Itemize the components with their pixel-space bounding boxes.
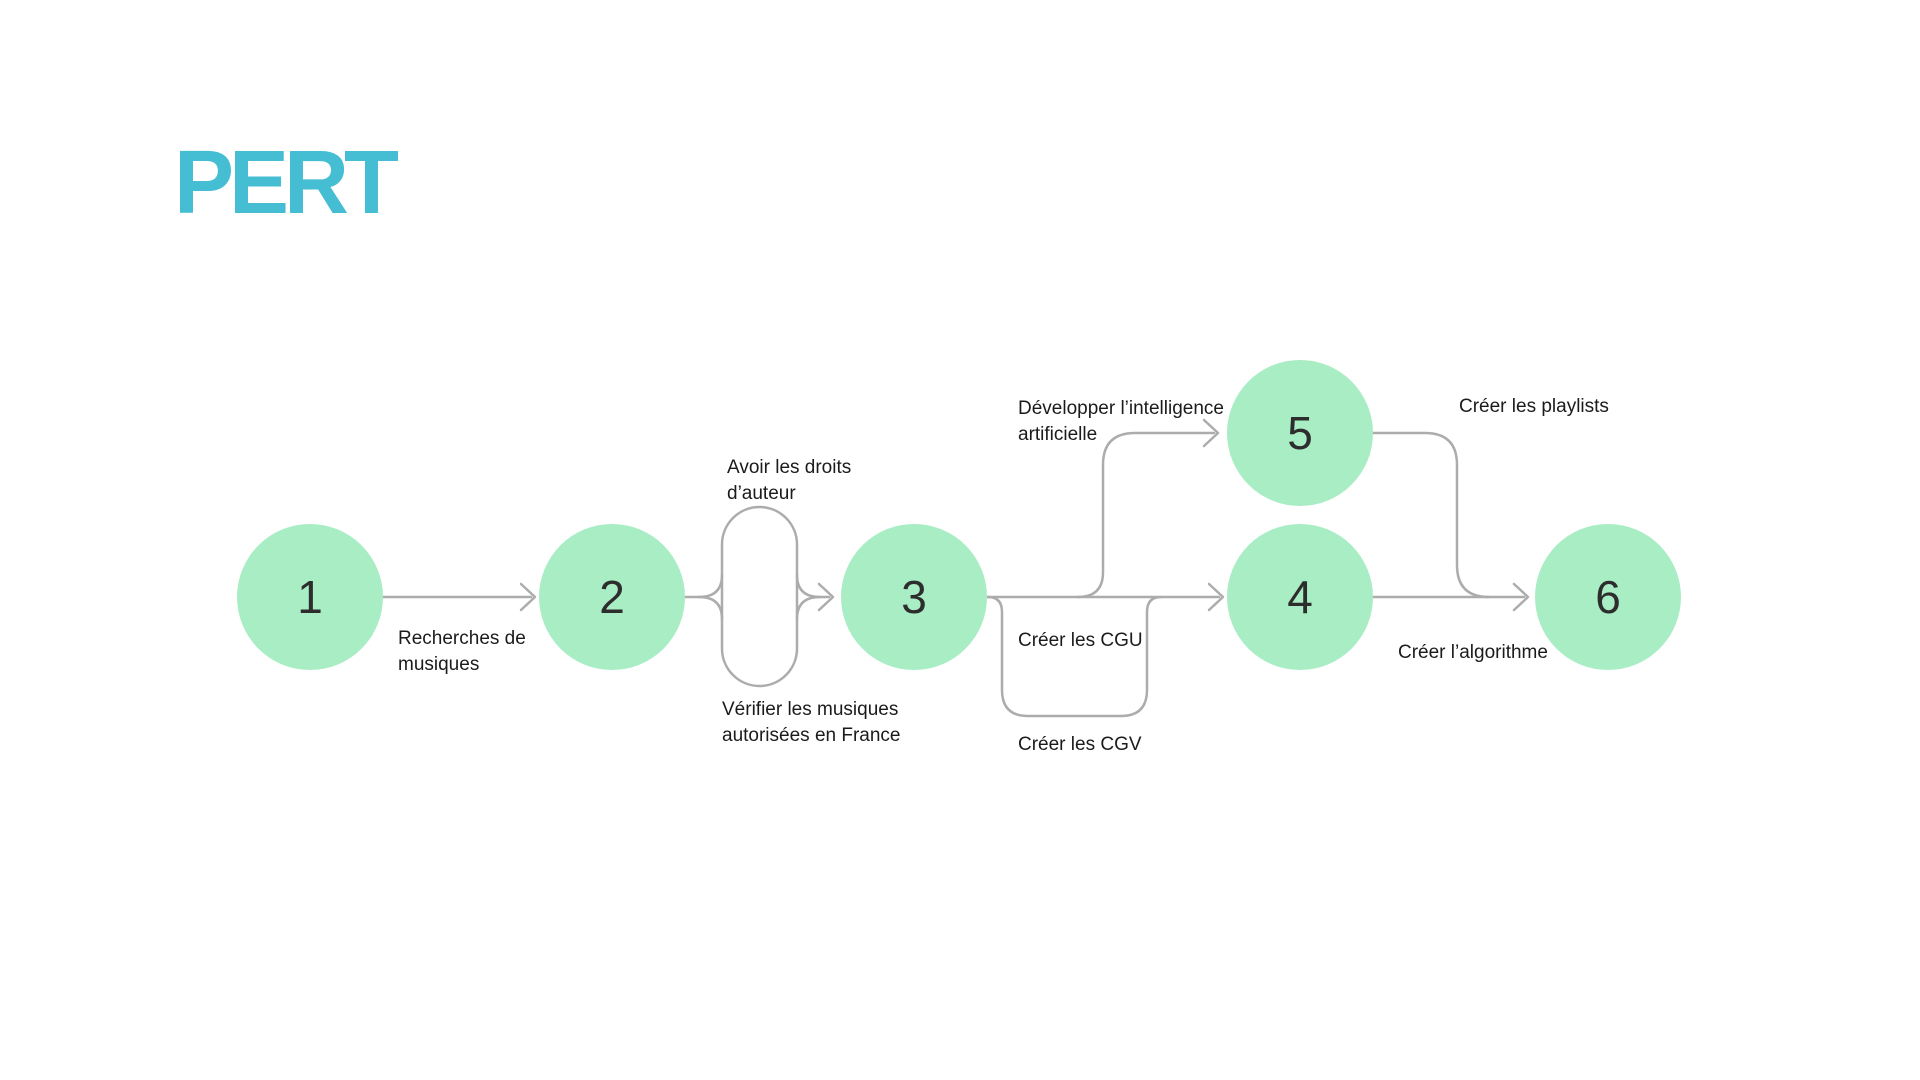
edge-2-3-merge-bottom [795,595,822,621]
edge-4-6-arrowhead-icon [1512,582,1530,612]
node-6: 6 [1535,524,1681,670]
node-1: 1 [237,524,383,670]
node-3-label: 3 [901,571,927,623]
edge-3-5-line [1076,431,1216,599]
edge-3-4-loop [986,595,1163,718]
edge-label-recherches-de-musiques: Recherches de musiques [398,628,526,675]
edge-label-creer-les-playlists: Créer les playlists [1459,396,1609,417]
node-5: 5 [1227,360,1373,506]
edge-label-creer-lalgorithme: Créer l’algorithme [1398,642,1548,663]
node-1-label: 1 [297,571,323,623]
node-3: 3 [841,524,987,670]
edge-3-5-arrowhead-icon [1202,418,1220,448]
edge-2-3-split-bottom [697,595,724,621]
page-title: PERT [174,133,399,233]
edge-1-2-arrowhead-icon [519,582,537,612]
edge-2-3-merge-top [795,573,822,599]
edge-label-developper-intelligence-artificielle: Développer l’intelligence artificielle [1018,398,1224,445]
edge-2-3-parallel-capsule [720,505,799,688]
node-4-label: 4 [1287,571,1313,623]
node-5-label: 5 [1287,407,1313,459]
edge-2-3-split-top [697,573,724,599]
node-4: 4 [1227,524,1373,670]
node-2: 2 [539,524,685,670]
edge-label-avoir-les-droits-dauteur: Avoir les droits d’auteur [727,457,852,504]
node-2-label: 2 [599,571,625,623]
edge-5-6-line [1371,431,1491,599]
edge-label-verifier-les-musiques: Vérifier les musiques autorisées en Fran… [722,699,901,746]
edge-label-creer-les-cgu: Créer les CGU [1018,630,1143,651]
edge-3-4-arrowhead-icon [1207,582,1225,612]
edge-2-3-arrowhead-icon [817,582,835,612]
node-6-label: 6 [1595,571,1621,623]
edge-label-creer-les-cgv: Créer les CGV [1018,734,1142,755]
